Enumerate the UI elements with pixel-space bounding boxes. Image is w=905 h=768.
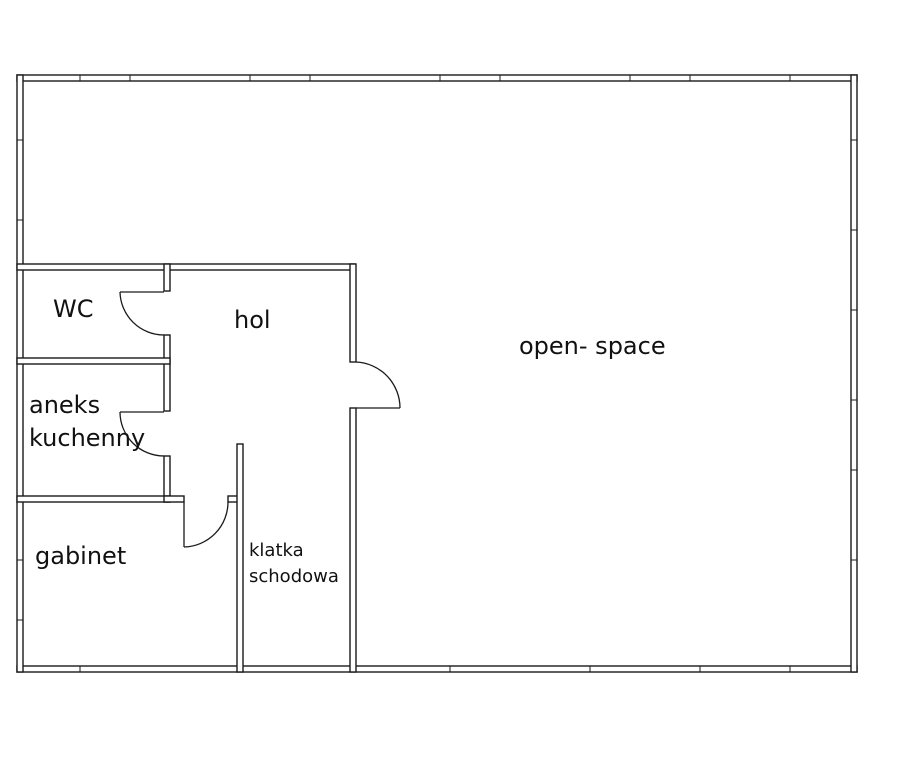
window-marks-left	[17, 139, 23, 621]
room-label-aneks-line2: kuchenny	[29, 424, 145, 452]
wall-right	[850, 74, 858, 673]
door-aneks	[119, 411, 165, 457]
wall-rooms-hol-b	[163, 334, 171, 412]
room-label-open-space: open- space	[519, 332, 666, 360]
door-wc	[119, 291, 165, 336]
wall-gabinet-top-a	[163, 495, 185, 503]
wall-top	[16, 74, 858, 82]
room-label-gabinet: gabinet	[35, 542, 126, 570]
window-marks-top	[79, 75, 791, 81]
room-label-wc: WC	[53, 295, 94, 323]
wall-hol-right-lower	[349, 407, 357, 673]
room-label-aneks-line1: aneks	[29, 391, 100, 419]
room-label-hol: hol	[234, 306, 271, 334]
interior-walls	[16, 263, 357, 673]
doors	[119, 291, 401, 548]
room-labels: WC hol open- space aneks kuchenny gabine…	[29, 295, 666, 587]
wall-stairs-left	[236, 443, 244, 673]
wall-bottom	[16, 665, 858, 673]
outer-walls	[16, 74, 858, 673]
room-label-klatka-line1: klatka	[249, 540, 304, 561]
wall-hol-right-upper	[349, 263, 357, 363]
window-marks-right	[851, 139, 857, 561]
wall-left-block-top	[16, 263, 356, 271]
wall-left	[16, 74, 24, 673]
wall-rooms-hol-a	[163, 263, 171, 292]
window-marks-bottom	[79, 666, 791, 672]
wall-aneks-gabinet	[16, 495, 171, 503]
room-label-klatka-line2: schodowa	[249, 566, 339, 587]
door-open-space	[355, 361, 401, 409]
wall-wc-aneks	[16, 357, 171, 365]
door-gabinet	[183, 501, 229, 548]
wall-rooms-hol-c	[163, 455, 171, 503]
